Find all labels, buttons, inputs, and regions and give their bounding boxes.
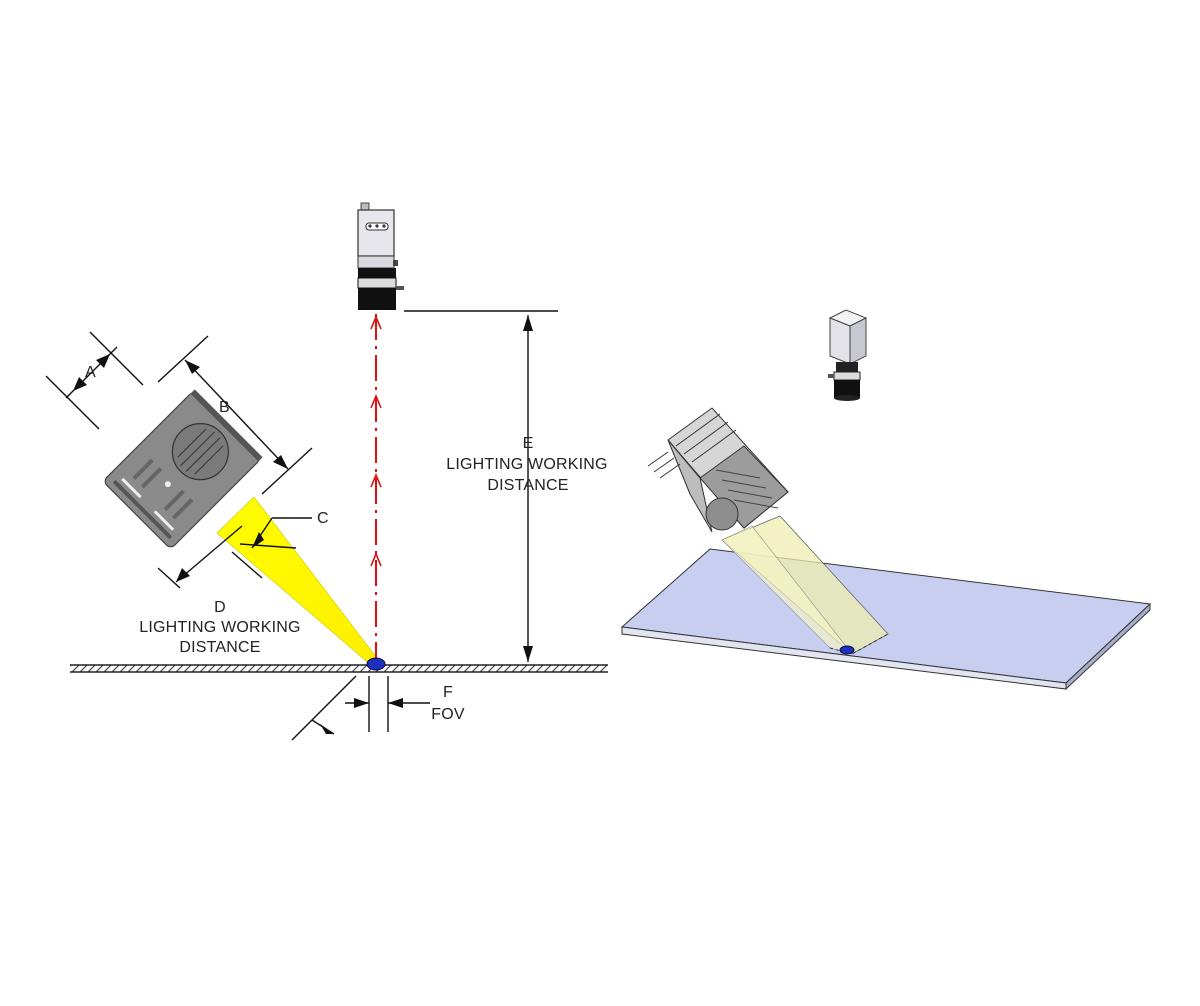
camera [357, 202, 404, 310]
label-a: A [85, 364, 96, 381]
iso-light-housing [647, 407, 789, 533]
ground-surface [70, 664, 608, 673]
dimension-e [404, 310, 558, 662]
iso-target-part [839, 645, 855, 655]
dimension-c [239, 517, 312, 549]
dimension-b [157, 335, 313, 495]
dimension-a [45, 331, 144, 430]
label-e-line2: DISTANCE [487, 477, 568, 494]
iso-light-beam [721, 515, 889, 655]
spot-light-housing [104, 389, 263, 548]
label-e: E [523, 435, 534, 452]
label-b: B [219, 399, 230, 416]
target-part [366, 657, 386, 671]
dimension-f [291, 675, 430, 741]
isometric-view [620, 309, 1152, 691]
optical-axis [370, 314, 382, 658]
label-e-line1: LIGHTING WORKING [446, 456, 607, 473]
label-fov: FOV [431, 706, 465, 723]
label-f: F [443, 684, 453, 701]
label-d-line2: DISTANCE [179, 639, 260, 656]
dimension-d [157, 525, 263, 589]
label-c: C [317, 510, 329, 527]
iso-plate [620, 548, 1152, 691]
iso-camera [828, 309, 868, 401]
label-d: D [214, 599, 226, 616]
side-view: A B C D LIGHTING WORKING DISTANCE E LIGH… [45, 202, 608, 741]
label-d-line1: LIGHTING WORKING [139, 619, 300, 636]
